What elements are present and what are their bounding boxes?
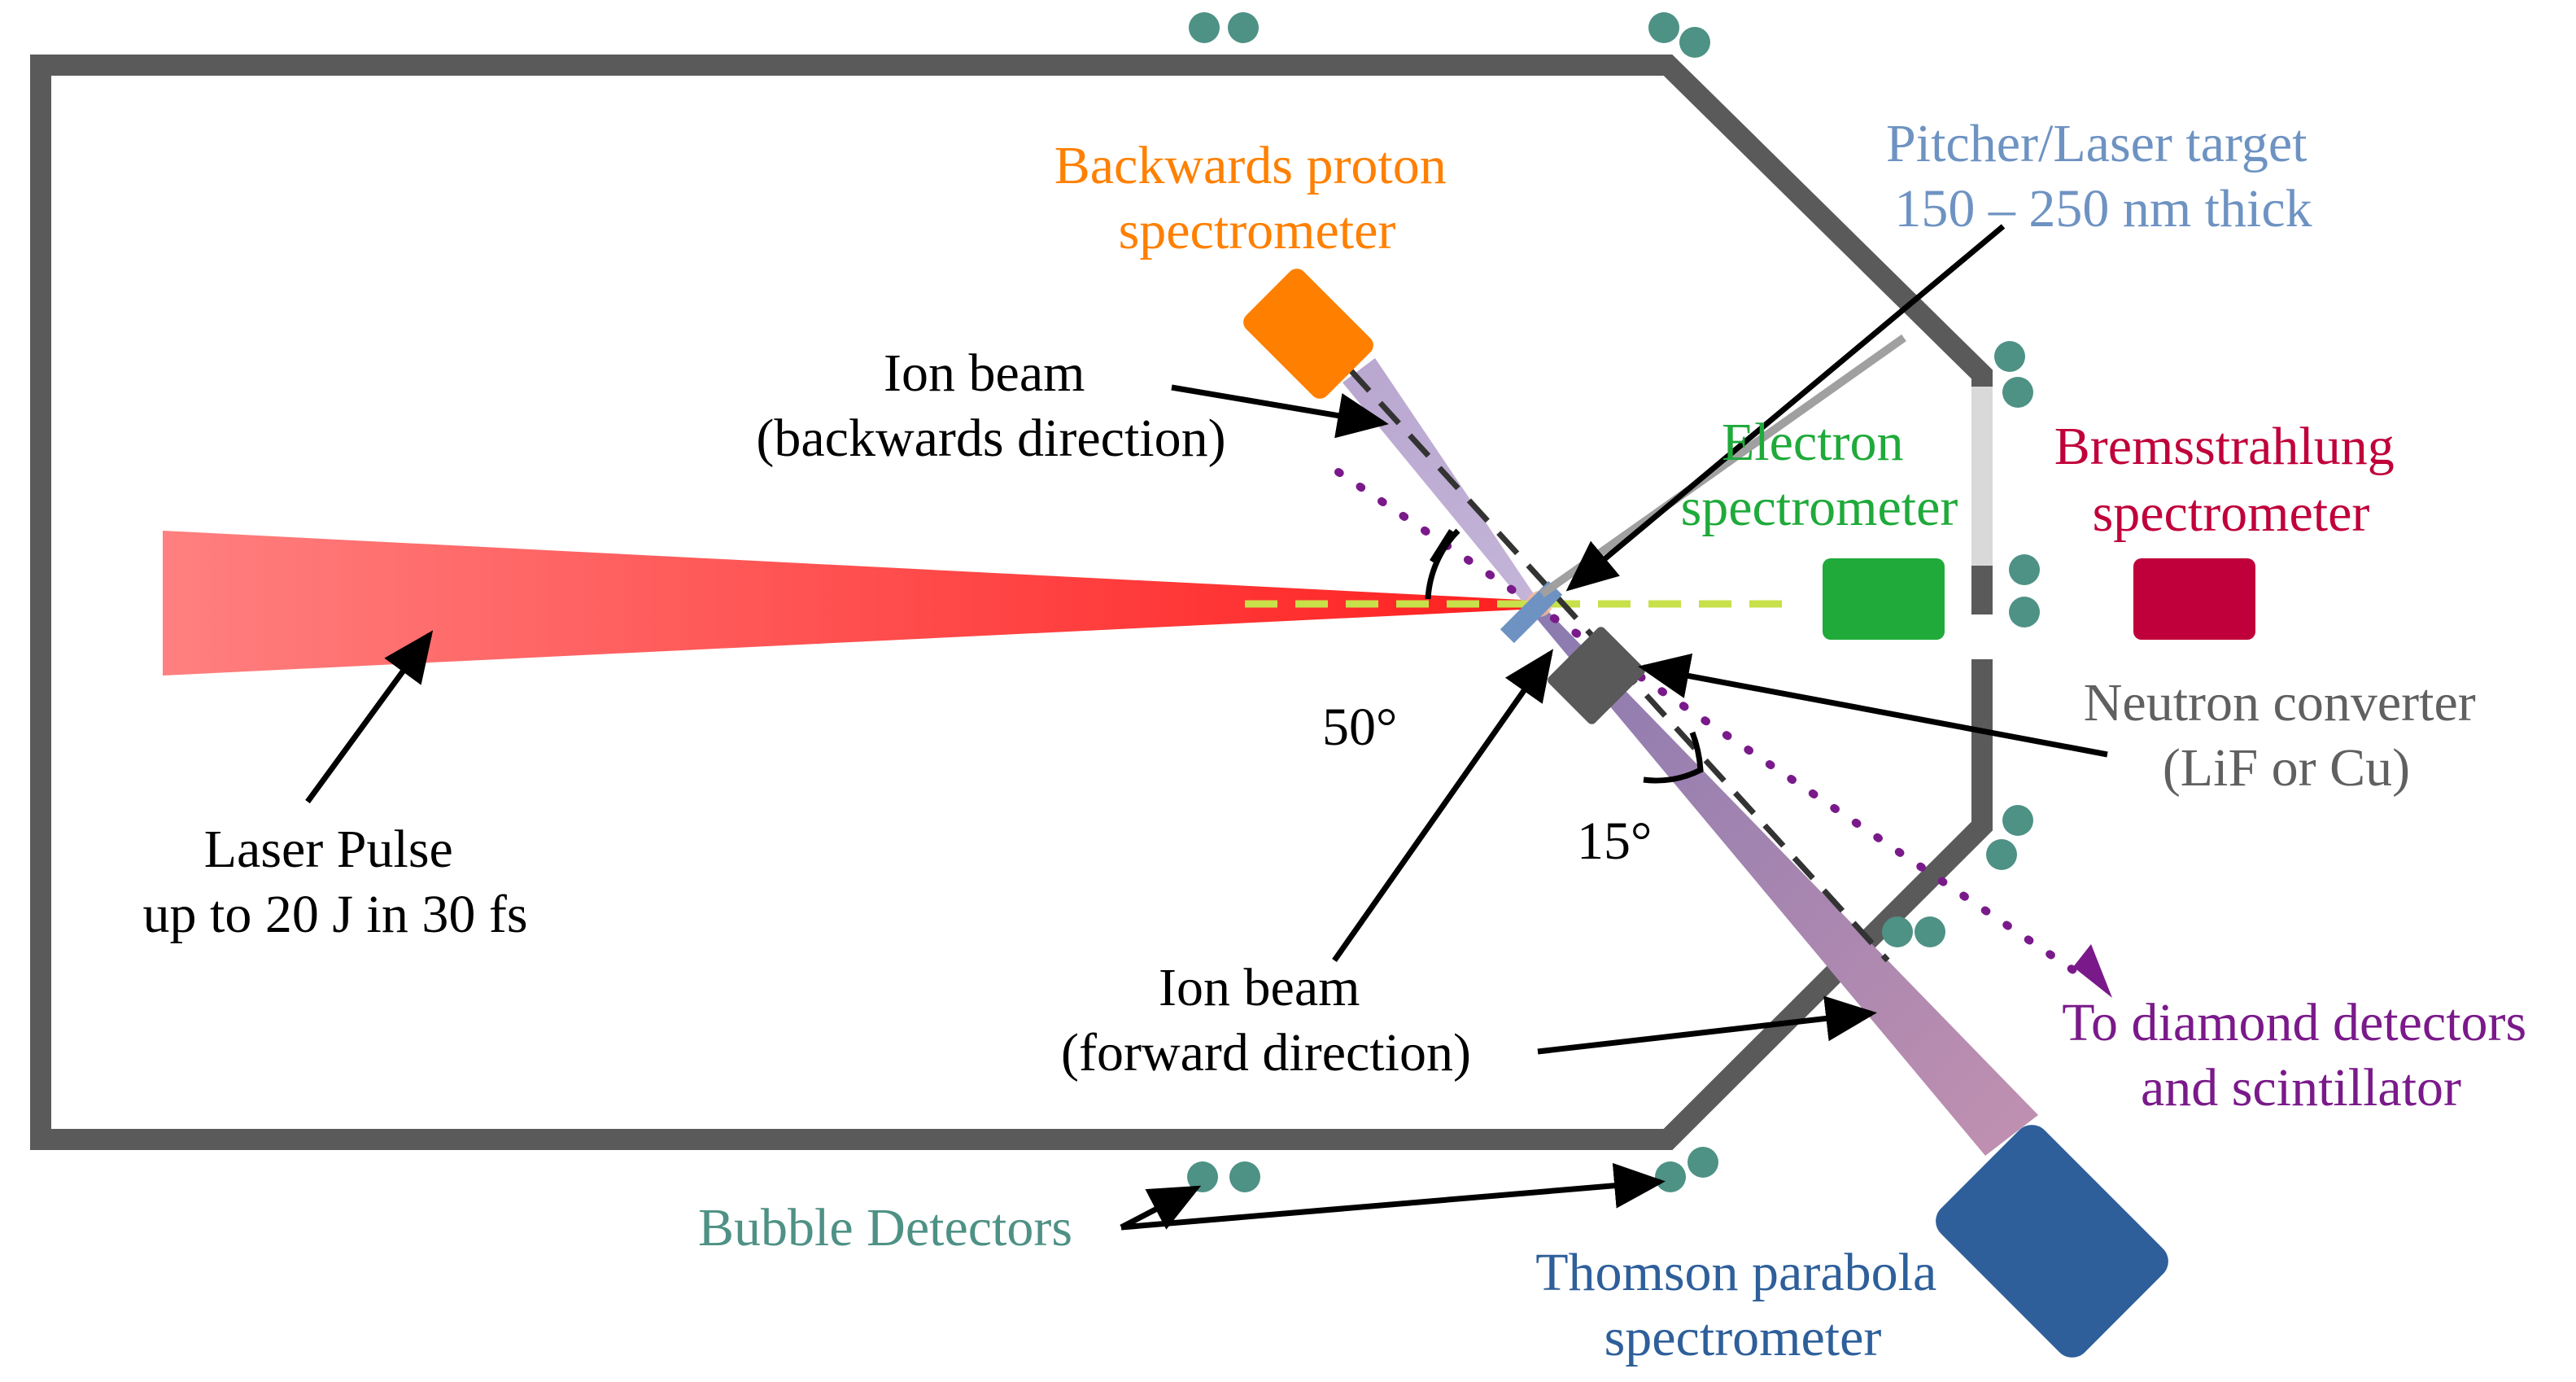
electron-spectrometer bbox=[1823, 558, 1945, 640]
neutron-converter bbox=[1548, 627, 1645, 724]
label-thomson-line1: Thomson parabola bbox=[1535, 1243, 1936, 1302]
label-ion-beam-forward: Ion beam (forward direction) bbox=[1061, 958, 1471, 1082]
label-ion-beam-backwards: Ion beam (backwards direction) bbox=[756, 343, 1225, 468]
arrow-ion-beam-forward-lower bbox=[1537, 995, 1877, 1055]
label-diamond-line1: To diamond detectors bbox=[2062, 993, 2526, 1052]
diamond-detector-arrowhead bbox=[2073, 944, 2112, 998]
label-diamond-detectors: To diamond detectors and scintillator bbox=[2062, 993, 2539, 1117]
label-thomson-line2: spectrometer bbox=[1605, 1308, 1882, 1367]
label-ion-beam-forward-line1: Ion beam bbox=[1159, 958, 1360, 1017]
arrow-pitcher-target bbox=[1565, 224, 2006, 592]
label-angle-50: 50° bbox=[1322, 698, 1397, 757]
chamber-wall-upper bbox=[30, 55, 1993, 1150]
label-ion-beam-forward-line2: (forward direction) bbox=[1061, 1023, 1471, 1082]
label-electron-line2: spectrometer bbox=[1681, 478, 1958, 537]
label-bremsstrahlung-line1: Bremsstrahlung bbox=[2054, 417, 2395, 476]
label-pitcher-target: Pitcher/Laser target 150 – 250 nm thick bbox=[1886, 114, 2321, 238]
label-ion-beam-backwards-line1: Ion beam bbox=[884, 343, 1085, 403]
arrow-ion-beam-forward-upper bbox=[1332, 649, 1554, 963]
label-diamond-line2: and scintillator bbox=[2141, 1058, 2461, 1117]
label-bubble-detectors: Bubble Detectors bbox=[698, 1198, 1072, 1257]
vacuum-chamber bbox=[30, 55, 1993, 1150]
label-laser-line2: up to 20 J in 30 fs bbox=[142, 885, 527, 944]
laser-pulse-beam bbox=[163, 531, 1538, 676]
bubble-detectors bbox=[1187, 12, 2040, 1192]
pitcher-laser-target bbox=[1500, 580, 1563, 644]
thomson-parabola-spectrometer bbox=[1936, 1125, 2168, 1358]
label-backwards-proton-line1: Backwards proton bbox=[1054, 136, 1447, 195]
arrow-ion-beam-backwards bbox=[1171, 384, 1389, 439]
label-neutron-line2: (LiF or Cu) bbox=[2163, 738, 2410, 798]
ion-beam-backwards bbox=[1343, 358, 1539, 606]
label-backwards-proton: Backwards proton spectrometer bbox=[1054, 136, 1460, 260]
arrow-bubble-right bbox=[1120, 1162, 1666, 1231]
label-pitcher-target-line2: 150 – 250 nm thick bbox=[1894, 179, 2312, 238]
label-pitcher-target-line1: Pitcher/Laser target bbox=[1886, 114, 2307, 173]
diamond-detector-line bbox=[1334, 468, 2087, 981]
ion-beam-forward bbox=[1526, 602, 2038, 1156]
label-backwards-proton-line2: spectrometer bbox=[1119, 201, 1396, 260]
label-thomson-parabola: Thomson parabola spectrometer bbox=[1535, 1243, 1950, 1367]
label-electron-line1: Electron bbox=[1722, 413, 1904, 472]
label-ion-beam-backwards-line2: (backwards direction) bbox=[756, 409, 1225, 468]
angle-15-arc bbox=[1643, 731, 1704, 784]
label-bremsstrahlung-spectrometer: Bremsstrahlung spectrometer bbox=[2054, 417, 2408, 543]
label-laser-pulse: Laser Pulse up to 20 J in 30 fs bbox=[142, 820, 527, 944]
angle-50-arc-tail bbox=[1430, 529, 1454, 563]
label-neutron-converter: Neutron converter (LiF or Cu) bbox=[2084, 673, 2489, 798]
label-angle-15: 15° bbox=[1577, 811, 1652, 871]
label-neutron-line1: Neutron converter bbox=[2084, 673, 2476, 733]
label-electron-spectrometer: Electron spectrometer bbox=[1681, 413, 1958, 537]
angle-50-arc bbox=[1425, 528, 1460, 600]
backwards-proton-spectrometer bbox=[1243, 269, 1373, 399]
label-laser-line1: Laser Pulse bbox=[204, 820, 453, 879]
arrow-laser-pulse bbox=[305, 630, 434, 804]
arrow-neutron-converter bbox=[1638, 653, 2108, 758]
label-bremsstrahlung-line2: spectrometer bbox=[2093, 483, 2370, 543]
arrow-bubble-left bbox=[1120, 1185, 1202, 1231]
bremsstrahlung-spectrometer bbox=[2133, 558, 2255, 640]
